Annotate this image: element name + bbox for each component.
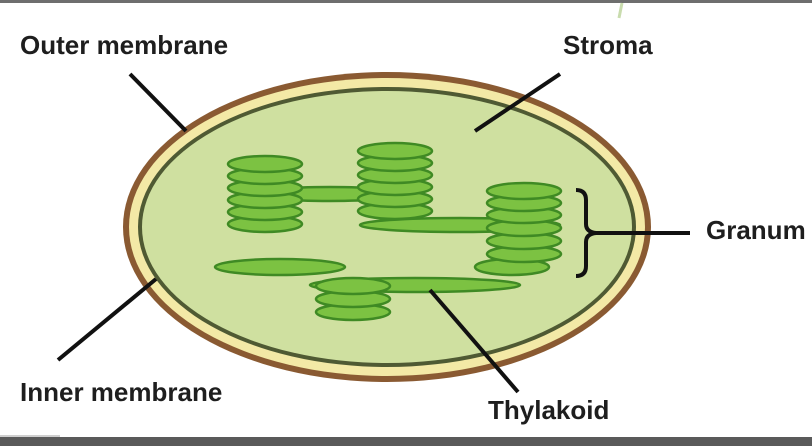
decorative-stroke bbox=[619, 3, 622, 18]
thylakoid-disc bbox=[228, 156, 302, 172]
outer-membrane-label: Outer membrane bbox=[20, 30, 228, 61]
thylakoid-disc bbox=[215, 259, 345, 275]
thylakoid-label: Thylakoid bbox=[488, 395, 609, 426]
thylakoid-disc bbox=[487, 183, 561, 199]
bottom-border bbox=[0, 437, 812, 446]
inner-membrane-leader bbox=[58, 279, 156, 360]
granum-label: Granum bbox=[706, 215, 806, 246]
thylakoid-disc bbox=[358, 143, 432, 159]
inner-membrane-label: Inner membrane bbox=[20, 377, 222, 408]
outer-membrane-leader bbox=[130, 74, 186, 131]
stroma-label: Stroma bbox=[563, 30, 653, 61]
thylakoid-disc bbox=[316, 278, 390, 294]
